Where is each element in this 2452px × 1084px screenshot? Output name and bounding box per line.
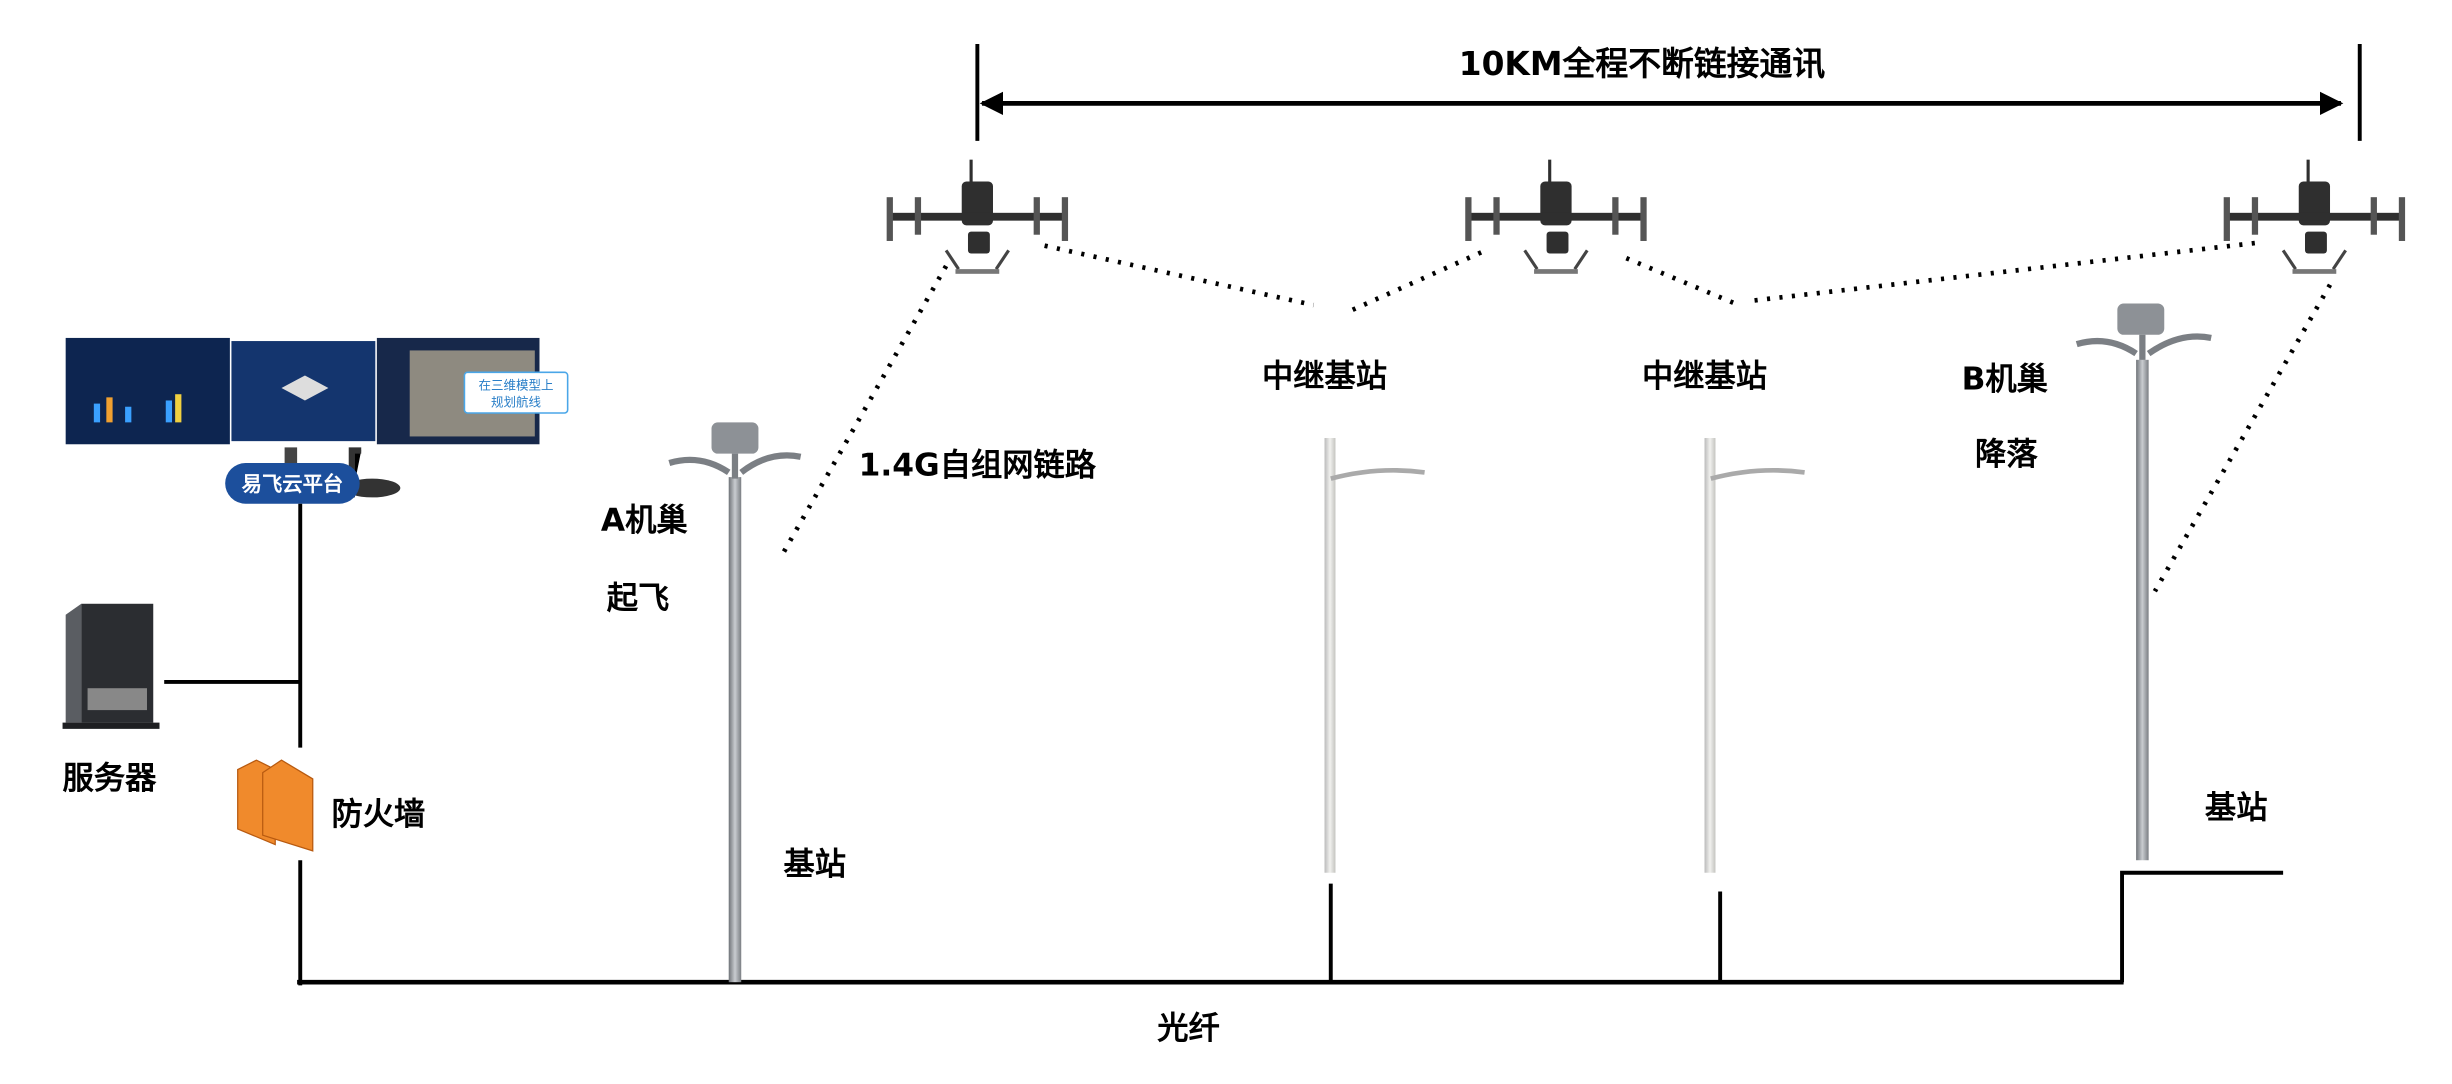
fiber-label: 光纤 <box>1157 1010 1220 1046</box>
base-station-a-pole <box>668 422 802 983</box>
platform-monitor: 在三维模型上 规划航线 易飞云平台 <box>65 337 569 504</box>
server-icon <box>62 603 160 729</box>
distance-indicator: 10KM全程不断链接通讯 <box>975 43 2362 141</box>
nest-b-label: B机巢 <box>1962 362 2049 398</box>
base-station-a-label: 基站 <box>783 846 846 882</box>
platform-badge <box>225 463 360 504</box>
relay-pole-2 <box>1704 438 1805 873</box>
base-station-b-pole <box>2075 303 2212 861</box>
drone-icon <box>2222 158 2407 276</box>
relay-station-label: 中继基站 <box>1262 358 1387 394</box>
nest-b-landing-label: 降落 <box>1975 437 2038 473</box>
firewall-icon <box>237 759 314 852</box>
callout-text: 在三维模型上 <box>479 378 554 393</box>
svg-text:易飞云平台: 易飞云平台 <box>242 472 344 496</box>
wired-links <box>164 503 2284 986</box>
relay-pole-1 <box>1324 438 1425 873</box>
drone-icon <box>886 159 1069 274</box>
server-label: 服务器 <box>63 760 158 796</box>
firewall-label: 防火墙 <box>332 796 426 832</box>
base-station-b-label: 基站 <box>2205 790 2268 826</box>
link-label: 1.4G自组网链路 <box>859 448 1097 484</box>
nest-a-label: A机巢 <box>601 502 688 538</box>
drone-icon <box>1463 158 1649 276</box>
callout-text: 规划航线 <box>491 395 542 410</box>
relay-station-label: 中继基站 <box>1642 358 1767 394</box>
nest-a-takeoff-label: 起飞 <box>607 580 670 616</box>
wireless-links <box>779 240 2333 593</box>
distance-title: 10KM全程不断链接通讯 <box>1459 45 1826 83</box>
